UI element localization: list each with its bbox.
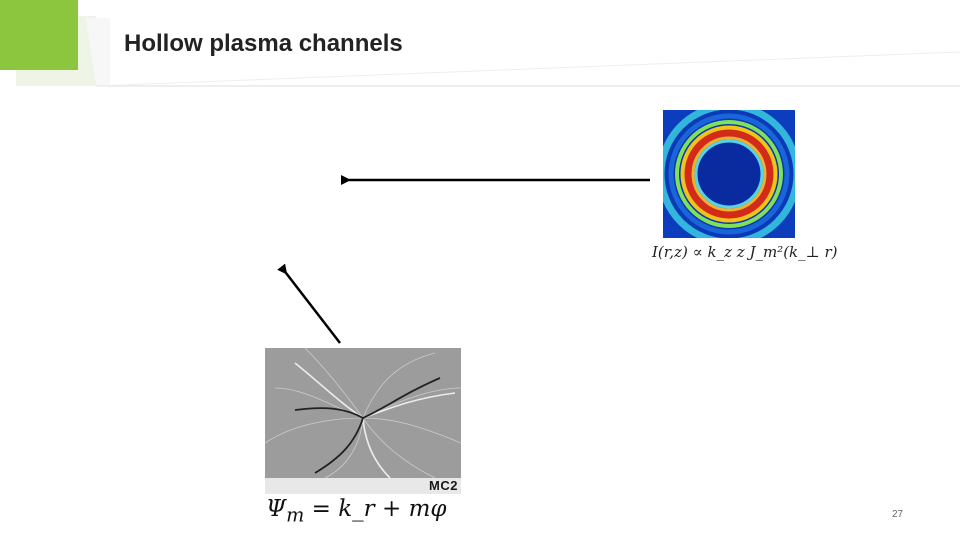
sem-info-bar: MC2	[265, 478, 461, 494]
psi-symbol: Ψ	[266, 496, 287, 522]
phase-formula-rhs: = k_r + mφ	[304, 496, 447, 522]
psi-subscript: m	[286, 503, 305, 527]
arrow-up-left-icon	[277, 263, 341, 344]
spiral-phase-plate-sem-image: MC2	[265, 348, 461, 494]
phase-formula: Ψm = k_r + mφ	[266, 496, 446, 527]
intensity-formula: I(r,z) ∝ k_z z J_m²(k_⊥ r)	[652, 243, 838, 261]
slide-title: Hollow plasma channels	[124, 30, 403, 57]
page-number: 27	[892, 509, 904, 520]
title-accent-square	[0, 0, 78, 70]
mc2-logo: MC2	[429, 478, 458, 493]
bessel-beam-intensity-image	[663, 110, 795, 238]
